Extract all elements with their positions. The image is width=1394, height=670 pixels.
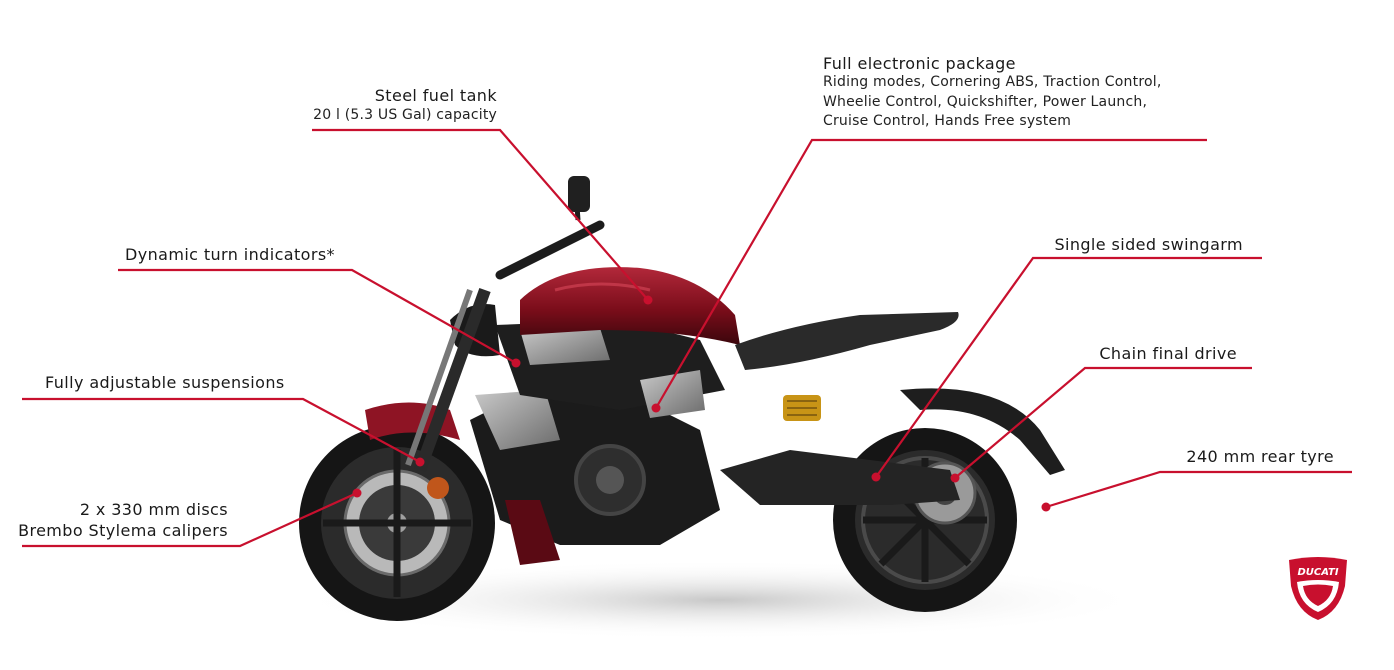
ducati-shield-logo-icon: DUCATI [1289, 557, 1347, 620]
electronics-detail-line-2: Wheelie Control, Quickshifter, Power Lau… [823, 94, 1148, 110]
electronics-title: Full electronic package [823, 54, 1016, 73]
electronics-detail-line-3: Cruise Control, Hands Free system [823, 113, 1072, 129]
handlebar [495, 176, 605, 280]
rear-tyre-title: 240 mm rear tyre [1186, 447, 1334, 466]
suspensions-marker [415, 457, 425, 467]
suspensions-title: Fully adjustable suspensions [45, 373, 285, 392]
brakes-marker [352, 488, 362, 498]
turn-indicators-title: Dynamic turn indicators* [125, 245, 335, 264]
electronics-leader [655, 138, 1207, 409]
brakes-line-1: 2 x 330 mm discs [79, 500, 228, 519]
rear-shock [783, 395, 821, 421]
front-fork [405, 287, 491, 473]
turn-indicators-leader [118, 268, 517, 364]
rear-fender [900, 388, 1065, 475]
seat [735, 312, 959, 370]
rear-tyre-leader [1045, 470, 1352, 509]
brakes-line-2: Brembo Stylema calipers [18, 521, 228, 540]
logo-wordmark: DUCATI [1297, 567, 1338, 578]
turn-indicators-marker [511, 358, 521, 368]
fuel-tank-title: Steel fuel tank [374, 86, 497, 105]
fuel-tank-marker [643, 295, 653, 305]
side-scoop [520, 328, 610, 365]
chain-title: Chain final drive [1099, 344, 1237, 363]
electronics-detail-line-1: Riding modes, Cornering ABS, Traction Co… [823, 74, 1162, 90]
fuel-tank-leader [312, 128, 649, 301]
exhaust [505, 500, 560, 565]
rear-tyre-marker [1041, 502, 1051, 512]
front-wheel [299, 425, 495, 621]
swingarm-title: Single sided swingarm [1054, 235, 1243, 254]
swingarm-marker [871, 472, 881, 482]
electronics-marker [651, 403, 661, 413]
chain-marker [950, 473, 960, 483]
swingarm-leader [875, 256, 1262, 478]
fuel-tank-detail: 20 l (5.3 US Gal) capacity [313, 107, 497, 123]
brakes-leader [22, 491, 358, 548]
suspensions-leader [22, 397, 421, 463]
swingarm [720, 450, 960, 505]
chain-leader [954, 366, 1252, 479]
